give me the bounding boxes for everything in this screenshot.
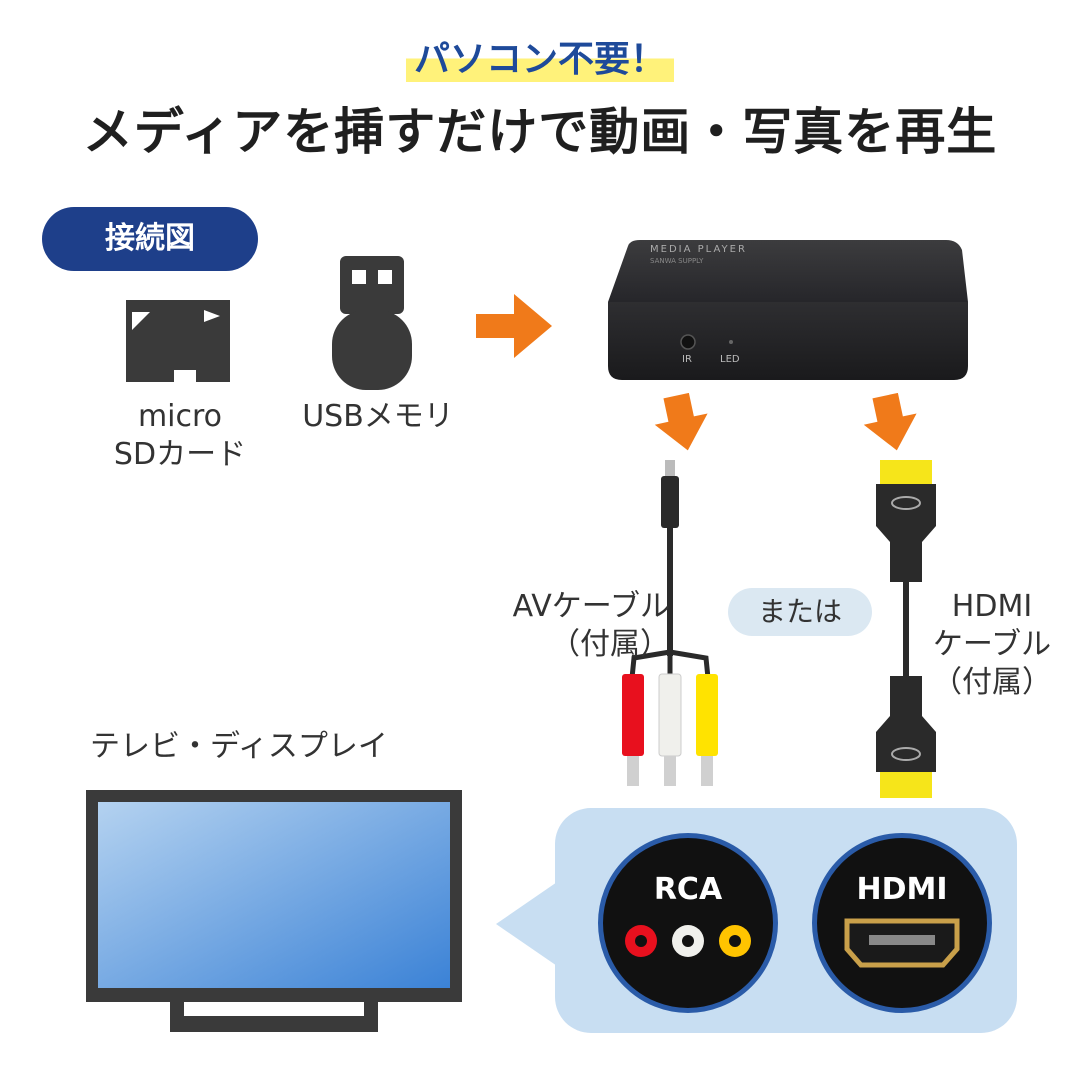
hdmi-cable-label-line1: HDMI [951, 589, 1033, 624]
microsd-label: micro SDカード [95, 398, 265, 474]
arrow-down-hdmi-icon [863, 393, 917, 451]
hdmi-port-closeup: HDMI [812, 833, 992, 1013]
hdmi-port-icon [844, 918, 960, 968]
microsd-card-icon [126, 300, 230, 382]
arrow-right-icon [476, 294, 552, 358]
usb-label: USBメモリ [302, 399, 454, 434]
tv-label: テレビ・ディスプレイ [90, 729, 388, 764]
rca-port-closeup: RCA [598, 833, 778, 1013]
tv-screen [98, 802, 450, 988]
hdmi-cable-label: HDMI ケーブル （付属） [912, 588, 1072, 702]
tagline: パソコン不要！ [0, 30, 1080, 82]
hdmi-cable [876, 460, 936, 798]
rca-port-label: RCA [653, 872, 723, 907]
microsd-label-line2: SDカード [113, 437, 247, 472]
callout-pointer [496, 880, 560, 968]
page-title: メディアを挿すだけで動画・写真を再生 [82, 103, 998, 161]
av-cable-label-line2: （付属） [550, 627, 670, 662]
player-brand: MEDIA PLAYER [650, 244, 747, 255]
usb-stick-icon [332, 256, 412, 390]
microsd-label-line1: micro [137, 399, 223, 434]
hdmi-cable-label-line3: （付属） [932, 665, 1052, 700]
port-ir-label: IR [682, 354, 692, 365]
media-player-body [608, 240, 968, 380]
arrow-down-av-icon [654, 393, 708, 451]
port-led-label: LED [720, 354, 740, 365]
av-cable-label: AVケーブル （付属） [460, 588, 670, 664]
hdmi-cable-label-line2: ケーブル [932, 627, 1052, 662]
rca-jacks-icon [625, 925, 751, 957]
hdmi-port-label: HDMI [856, 872, 948, 907]
media-player: MEDIA PLAYER SANWA SUPPLY IR LED [606, 238, 970, 384]
section-label-badge: 接続図 [42, 207, 258, 271]
rca-white-plug [658, 673, 682, 757]
rca-red-plug [622, 674, 644, 756]
player-brand-sub: SANWA SUPPLY [650, 257, 704, 265]
or-badge: または [728, 588, 872, 636]
av-cable [622, 460, 718, 786]
tv-display [86, 790, 462, 1032]
av-cable-label-line1: AVケーブル [512, 589, 670, 624]
rca-yellow-plug [696, 674, 718, 756]
tagline-text: パソコン不要！ [405, 30, 674, 82]
